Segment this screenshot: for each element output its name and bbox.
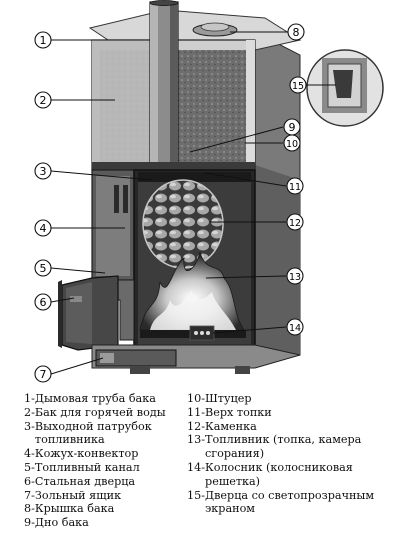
svg-text:6: 6 bbox=[40, 296, 47, 309]
legend-item: 4-Кожух-конвектор bbox=[24, 447, 139, 461]
callout-13: 13 bbox=[286, 267, 304, 285]
callout-8: 8 bbox=[287, 23, 305, 41]
legend-item: 3-Выходной патрубок топливника bbox=[24, 419, 152, 447]
svg-text:1: 1 bbox=[40, 34, 47, 47]
leader-lines bbox=[50, 31, 336, 375]
legend-item: 7-Зольный ящик bbox=[24, 488, 122, 502]
legend-item: 5-Топливный канал bbox=[24, 460, 140, 474]
callout-12: 12 bbox=[286, 213, 304, 231]
callout-15: 15 bbox=[289, 76, 307, 94]
legend-item: 12-Каменка bbox=[187, 419, 257, 433]
svg-text:2: 2 bbox=[40, 94, 47, 107]
callout-10: 10 bbox=[283, 134, 301, 152]
svg-text:5: 5 bbox=[40, 262, 47, 275]
svg-text:10: 10 bbox=[286, 139, 298, 150]
callout-6: 6 bbox=[34, 293, 52, 311]
callout-7: 7 bbox=[34, 365, 52, 383]
callout-1: 1 bbox=[34, 31, 52, 49]
callout-3: 3 bbox=[34, 162, 52, 180]
svg-text:11: 11 bbox=[289, 182, 301, 193]
svg-text:13: 13 bbox=[289, 272, 301, 283]
svg-text:3: 3 bbox=[40, 165, 47, 178]
svg-text:7: 7 bbox=[40, 368, 47, 381]
callout-5: 5 bbox=[34, 259, 52, 277]
svg-text:4: 4 bbox=[40, 222, 47, 235]
svg-text:12: 12 bbox=[289, 218, 301, 229]
callout-markers: 1 2 3 4 5 6 7 8 9 10 11 12 13 14 15 bbox=[34, 23, 307, 383]
legend-left-column: 1-Дымовая труба бака 2-Бак для горячей в… bbox=[24, 392, 189, 530]
legend-item: 11-Верх топки bbox=[187, 405, 272, 419]
callout-11: 11 bbox=[286, 177, 304, 195]
legend-item: 1-Дымовая труба бака bbox=[24, 392, 156, 405]
legend-item: 10-Штуцер bbox=[187, 392, 252, 405]
heater-stones bbox=[142, 179, 224, 269]
svg-text:8: 8 bbox=[293, 26, 300, 39]
svg-text:14: 14 bbox=[289, 323, 301, 334]
legend-right-column: 10-Штуцер 11-Верх топки 12-Каменка 13-То… bbox=[187, 392, 400, 516]
legend-item: 13-Топливник (топка, камера сгорания) bbox=[187, 433, 362, 461]
callout-4: 4 bbox=[34, 219, 52, 237]
legend-item: 2-Бак для горячей воды bbox=[24, 405, 166, 419]
legend-item: 6-Стальная дверца bbox=[24, 474, 136, 488]
stove-cutaway-diagram: 1 2 3 4 5 6 7 8 9 10 11 12 13 14 15 bbox=[34, 0, 384, 383]
legend-item: 14-Колосник (колосниковая решетка) bbox=[187, 460, 353, 488]
callout-9: 9 bbox=[283, 118, 301, 136]
tank-bottom bbox=[92, 162, 255, 170]
legend-item: 15-Дверца со светопрозрачным экраном bbox=[187, 488, 375, 516]
legend-item: 9-Дно бака bbox=[24, 516, 89, 530]
callout-2: 2 bbox=[34, 91, 52, 109]
callout-14: 14 bbox=[286, 318, 304, 336]
svg-text:15: 15 bbox=[292, 81, 304, 92]
svg-text:9: 9 bbox=[289, 121, 296, 134]
legend-item: 8-Крышка бака bbox=[24, 502, 115, 516]
